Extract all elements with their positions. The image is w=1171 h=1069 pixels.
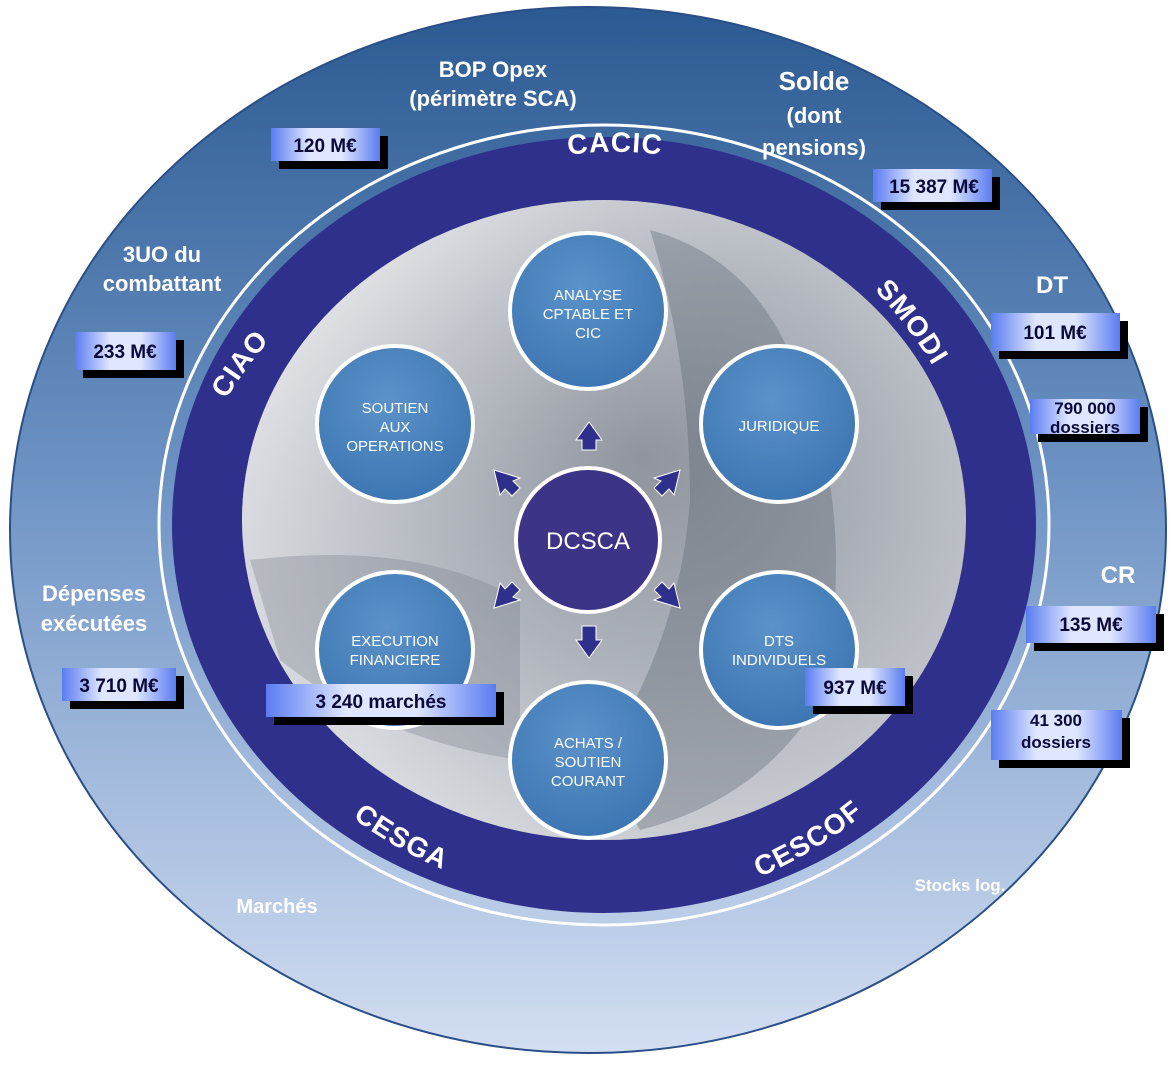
node-execution-line1: EXECUTION (351, 633, 439, 650)
node-dts-line1: DTS (764, 633, 794, 650)
box-marches: 3 240 marchés (266, 684, 504, 725)
arrow-upper-right (652, 469, 681, 497)
node-achats-line2: SOUTIEN (555, 754, 622, 771)
arrow-up (575, 421, 603, 451)
label-solde-line2: (dont (787, 103, 843, 128)
box-dt-value: 101 M€ (991, 313, 1128, 359)
arrow-upper-left (493, 469, 522, 497)
node-soutien: SOUTIEN AUX OPERATIONS (315, 344, 475, 504)
box-stocks-value: 937 M€ (823, 678, 887, 699)
box-cr-dossiers: 41 300 dossiers (991, 710, 1130, 768)
box-cr-dossiers-line2: dossiers (1021, 733, 1091, 752)
box-cr-value: 135 M€ (1026, 606, 1164, 651)
box-dt-dossiers-line2: dossiers (1050, 418, 1120, 437)
node-achats-line3: COURANT (551, 773, 625, 790)
label-marches: Marchés (236, 896, 317, 918)
box-cr-value-text: 135 M€ (1059, 615, 1123, 636)
box-bop-opex: 120 M€ (271, 128, 388, 169)
node-soutien-line3: OPERATIONS (346, 438, 443, 455)
label-stocks: Stocks log. (915, 876, 1006, 895)
label-dt: DT (1036, 272, 1068, 299)
label-cr: CR (1101, 562, 1136, 589)
box-dt-dossiers-line1: 790 000 (1054, 399, 1115, 418)
box-depenses: 3 710 M€ (62, 668, 184, 709)
box-3uo-value: 233 M€ (93, 342, 157, 363)
center-node: DCSCA (514, 466, 662, 614)
node-analyse-line2: CPTABLE ET (543, 306, 634, 323)
label-bop-opex-line1: BOP Opex (439, 57, 548, 82)
node-analyse-line3: CIC (575, 325, 601, 342)
box-bop-opex-value: 120 M€ (293, 136, 357, 157)
node-juridique-line1: JURIDIQUE (739, 418, 820, 435)
node-soutien-line1: SOUTIEN (362, 400, 429, 417)
label-depenses-line1: Dépenses (42, 581, 146, 606)
node-achats: ACHATS / SOUTIEN COURANT (508, 680, 668, 840)
node-juridique: JURIDIQUE (699, 344, 859, 504)
box-stocks: 937 M€ (805, 668, 913, 714)
box-cr-dossiers-line1: 41 300 (1030, 711, 1082, 730)
arrow-lower-left (493, 581, 522, 609)
ring-label-cacic: CACIC (566, 127, 665, 161)
box-depenses-value: 3 710 M€ (79, 676, 159, 697)
box-dt-dossiers: 790 000 dossiers (1030, 399, 1148, 442)
box-3uo: 233 M€ (75, 332, 184, 378)
node-analyse-line1: ANALYSE (554, 287, 622, 304)
box-marches-value: 3 240 marchés (316, 692, 447, 713)
arrow-lower-right (652, 581, 681, 609)
label-depenses-line2: exécutées (41, 611, 147, 636)
label-3uo-line1: 3UO du (123, 242, 201, 267)
label-solde-line1: Solde (779, 66, 850, 96)
node-soutien-line2: AUX (380, 419, 411, 436)
arrows (493, 421, 681, 659)
middle-ring-border (157, 123, 1051, 927)
node-execution-line2: FINANCIERE (350, 652, 441, 669)
box-solde-value: 15 387 M€ (889, 177, 979, 198)
box-dt-value-text: 101 M€ (1023, 323, 1087, 344)
node-analyse: ANALYSE CPTABLE ET CIC (508, 231, 668, 391)
center-label: DCSCA (546, 528, 630, 555)
box-solde: 15 387 M€ (873, 169, 1000, 210)
label-3uo-line2: combattant (103, 271, 222, 296)
arrow-down (575, 625, 603, 659)
label-solde-line3: pensions) (762, 135, 866, 160)
node-achats-line1: ACHATS / (554, 735, 623, 752)
node-dts-line2: INDIVIDUELS (732, 652, 826, 669)
label-bop-opex-line2: (périmètre SCA) (409, 86, 576, 111)
